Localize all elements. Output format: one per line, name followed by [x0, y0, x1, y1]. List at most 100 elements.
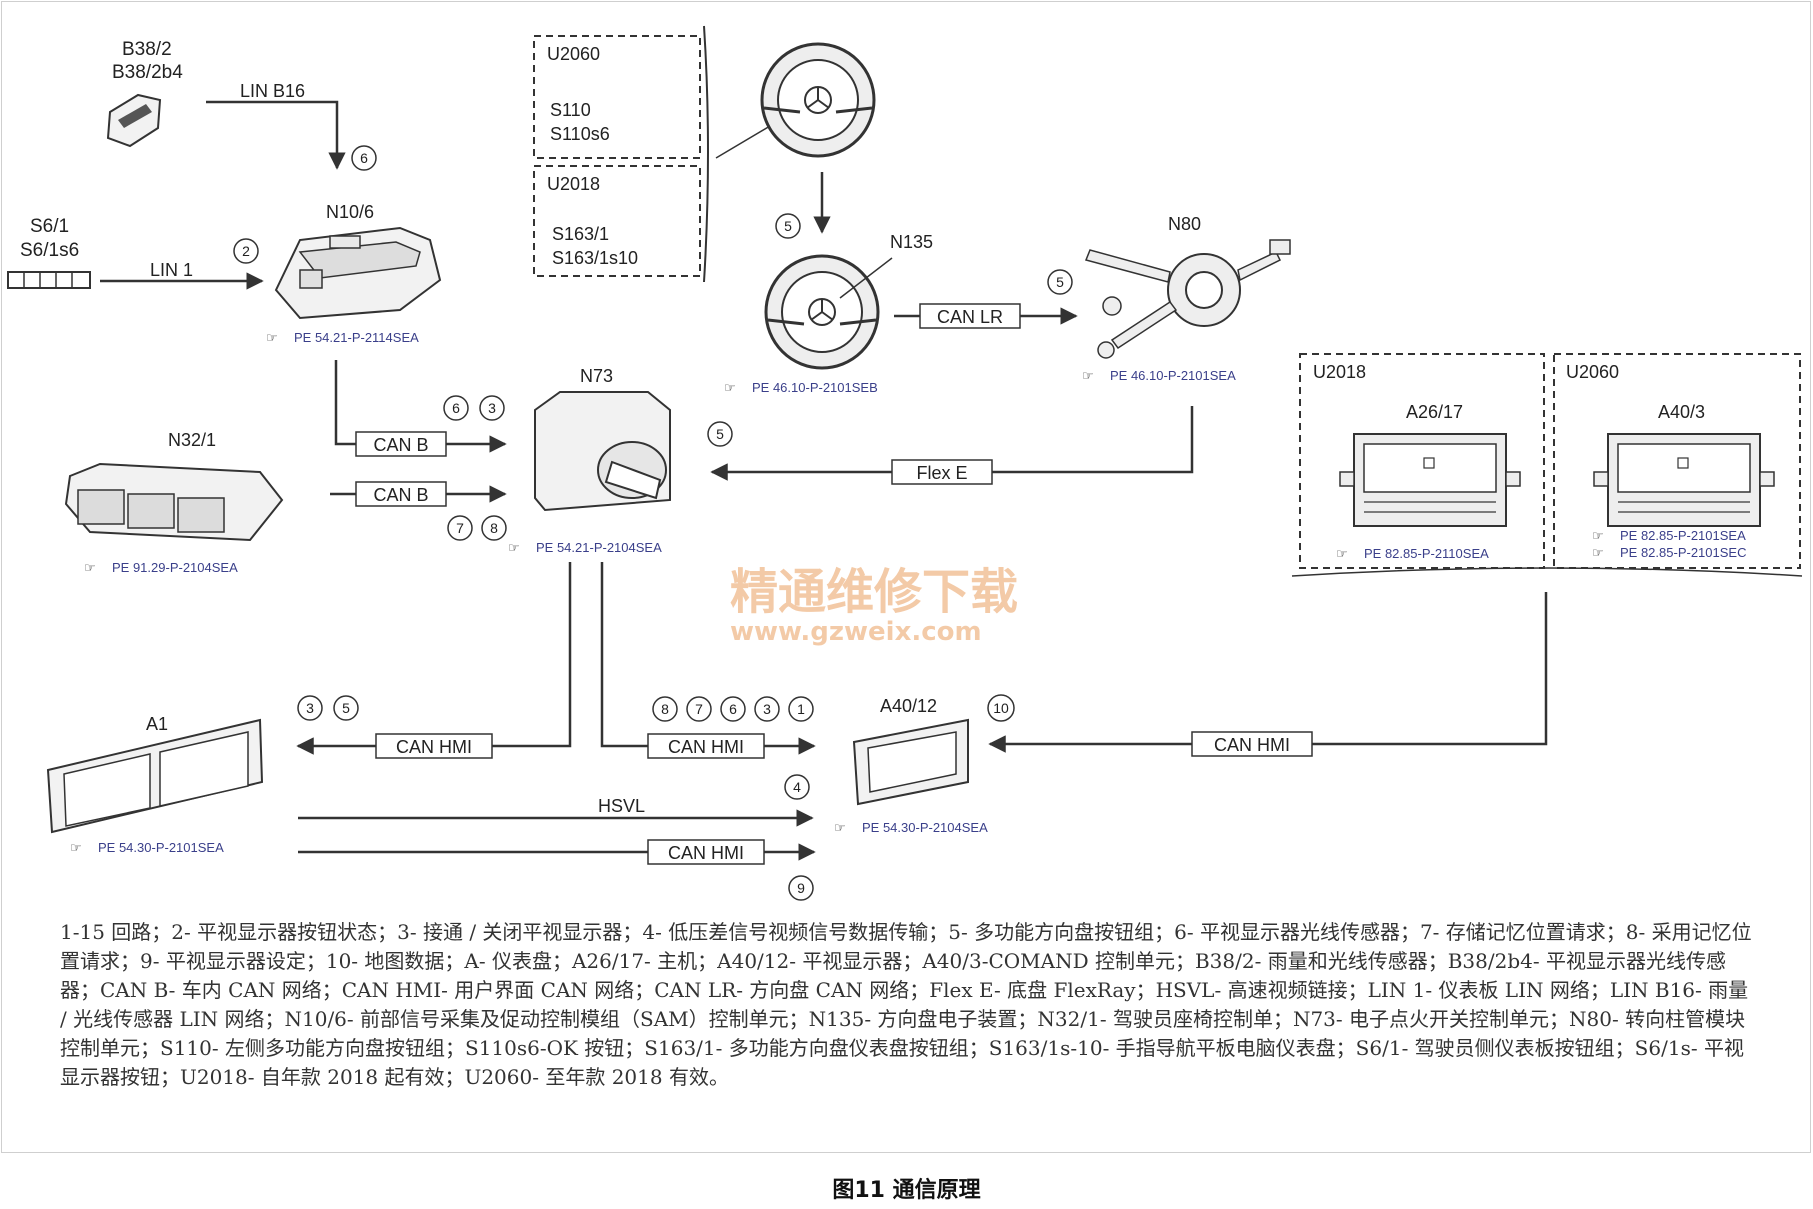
reference-icon: ☞	[724, 381, 736, 396]
reference-icon: ☞	[508, 541, 520, 556]
n73-reference: PE 54.21-P-2104SEA	[536, 540, 662, 555]
flex-e-box	[891, 459, 993, 485]
lin-b16-label: LIN B16	[240, 81, 305, 101]
circuit-badge	[297, 695, 323, 721]
variant-u2018-label: U2018	[547, 174, 600, 194]
sensor-lens-icon	[118, 104, 152, 128]
n73-label: N73	[580, 366, 613, 386]
legend-text: 1-15 回路；2- 平视显示器按钮状态；3- 接通 / 关闭平视显示器；4- …	[60, 920, 1752, 1089]
n135-label: N135	[890, 232, 933, 252]
n10-6-module	[274, 226, 442, 320]
circuit-badge	[351, 145, 377, 171]
flex-e-label: Flex E	[916, 463, 967, 483]
circuit-number: 5	[716, 426, 724, 442]
lin-1-label: LIN 1	[150, 260, 193, 280]
circuit-number: 3	[306, 700, 314, 716]
a1-instrument-cluster	[46, 718, 264, 834]
n135-steering-electronics	[764, 254, 893, 370]
a40-12-label: A40/12	[880, 696, 937, 716]
s6-1-button-group	[7, 271, 91, 289]
n80-column-module	[1084, 239, 1291, 359]
can-hmi-head-box	[1191, 731, 1313, 757]
a40-3-label: A40/3	[1658, 402, 1705, 422]
circuit-badge	[754, 696, 780, 722]
circuit-badge	[775, 213, 801, 239]
s110s6-label: S110s6	[550, 124, 610, 144]
s110-label: S110	[550, 100, 591, 120]
circuit-number: 2	[242, 243, 250, 259]
circuit-badge	[481, 515, 507, 541]
circuit-number: 8	[661, 701, 669, 717]
variant-u2018-hu-label: U2018	[1313, 362, 1366, 382]
can-hmi-head-label: CAN HMI	[1214, 735, 1290, 755]
circuit-number: 4	[793, 779, 801, 795]
circuit-number: 7	[456, 520, 464, 536]
circuit-number: 6	[729, 701, 737, 717]
circuit-badge	[652, 696, 678, 722]
circuit-number: 6	[360, 150, 368, 166]
a26-17-reference: PE 82.85-P-2110SEA	[1364, 546, 1489, 561]
reference-icon: ☞	[84, 561, 96, 576]
reference-icon: ☞	[1082, 369, 1094, 384]
can-b-lower-label: CAN B	[373, 485, 428, 505]
n135-reference: PE 46.10-P-2101SEB	[752, 380, 878, 395]
a1-label: A1	[146, 714, 168, 734]
b38-2-sensor: B38/2 B38/2b4	[106, 39, 183, 148]
steering-buttons-variants	[533, 25, 771, 283]
can-hmi-head-line	[988, 592, 1548, 753]
key-icon	[604, 460, 662, 500]
reference-icon: ☞	[834, 821, 846, 836]
circuit-badge	[333, 695, 359, 721]
s163-1-label: S163/1	[552, 224, 609, 244]
steering-wheel-top-icon	[760, 42, 876, 158]
circuit-number: 8	[490, 520, 498, 536]
a26-17-label: A26/17	[1406, 402, 1463, 422]
circuit-badge	[788, 696, 814, 722]
can-hmi-a1-label: CAN HMI	[396, 737, 472, 757]
variant-u2060-hu-label: U2060	[1566, 362, 1619, 382]
circuit-number: 3	[763, 701, 771, 717]
reference-icon: ☞	[1336, 547, 1348, 562]
b38-2b4-label: B38/2b4	[112, 62, 183, 83]
can-hmi-bottom-box	[647, 839, 765, 865]
reference-icon: ☞	[266, 331, 278, 346]
can-b-upper-line	[334, 360, 507, 453]
circuit-number: 7	[695, 701, 703, 717]
watermark-text: 精通维修下载	[730, 564, 1018, 620]
can-b-upper-label: CAN B	[373, 435, 428, 455]
a40-12-head-up-display	[852, 718, 969, 806]
circuit-badge	[447, 515, 473, 541]
a40-3-reference-2: PE 82.85-P-2101SEC	[1620, 545, 1746, 560]
s163-1s10-label: S163/1s10	[552, 248, 638, 268]
watermark-url: www.gzweix.com	[730, 617, 982, 647]
can-lr-label: CAN LR	[937, 307, 1003, 327]
circuit-badge	[720, 696, 746, 722]
a26-17-head-unit	[1339, 433, 1521, 527]
variant-u2060-label: U2060	[547, 44, 600, 64]
circuit-number: 10	[993, 700, 1009, 716]
can-hmi-bottom-label: CAN HMI	[668, 843, 744, 863]
can-b-upper-box	[355, 431, 447, 457]
a40-3-comand-unit	[1593, 433, 1775, 527]
circuit-number: 9	[797, 880, 805, 896]
circuit-badge	[707, 421, 733, 447]
circuit-number: 1	[797, 701, 805, 717]
circuit-badge	[686, 696, 712, 722]
circuit-number: 5	[342, 700, 350, 716]
can-hmi-a4012-box	[647, 733, 765, 759]
n32-1-module	[64, 462, 284, 542]
figure-caption: 图11 通信原理	[832, 1178, 981, 1203]
reference-icon: ☞	[1592, 546, 1604, 561]
circuit-badge	[443, 395, 469, 421]
can-lr-box	[919, 303, 1021, 329]
can-hmi-a1-box	[375, 733, 493, 759]
a40-3-reference-1: PE 82.85-P-2101SEA	[1620, 528, 1746, 543]
circuit-badge	[784, 774, 810, 800]
circuit-number: 6	[452, 400, 460, 416]
hsvl-label: HSVL	[598, 796, 645, 816]
b38-2-label: B38/2	[122, 39, 172, 60]
n32-1-label: N32/1	[168, 430, 216, 450]
a1-reference: PE 54.30-P-2101SEA	[98, 840, 224, 855]
n80-reference: PE 46.10-P-2101SEA	[1110, 368, 1236, 383]
circuit-badge	[987, 694, 1015, 722]
